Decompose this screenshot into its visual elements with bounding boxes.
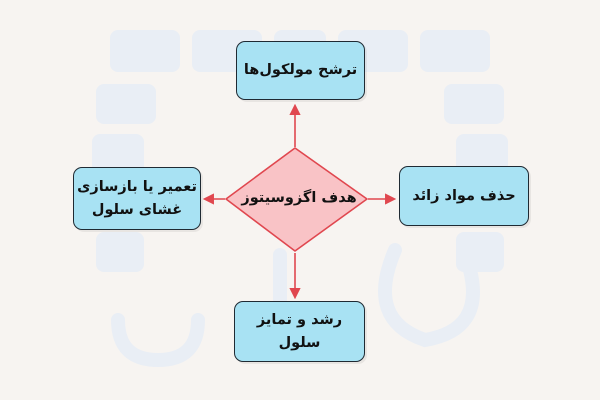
node-membrane-repair: تعمیر یا بازسازی غشای سلول — [73, 167, 201, 230]
center-diamond-label: هدف اگزوسیتوز — [225, 185, 373, 211]
node-waste-removal-label: حذف مواد زائد — [412, 187, 516, 204]
center-goal-text: هدف اگزوسیتوز — [241, 190, 357, 206]
node-secretion: ترشح مولکول‌ها — [236, 41, 365, 100]
node-membrane-repair-line2: غشای سلول — [91, 201, 183, 218]
node-secretion-label: ترشح مولکول‌ها — [243, 62, 358, 79]
node-membrane-repair-line1: تعمیر یا بازسازی — [77, 179, 197, 196]
node-growth-differentiation: رشد و تمایز سلول — [234, 301, 365, 362]
node-growth-differentiation-label: رشد و تمایز سلول — [256, 312, 343, 351]
center-diamond — [225, 147, 368, 252]
node-waste-removal: حذف مواد زائد — [399, 166, 529, 226]
